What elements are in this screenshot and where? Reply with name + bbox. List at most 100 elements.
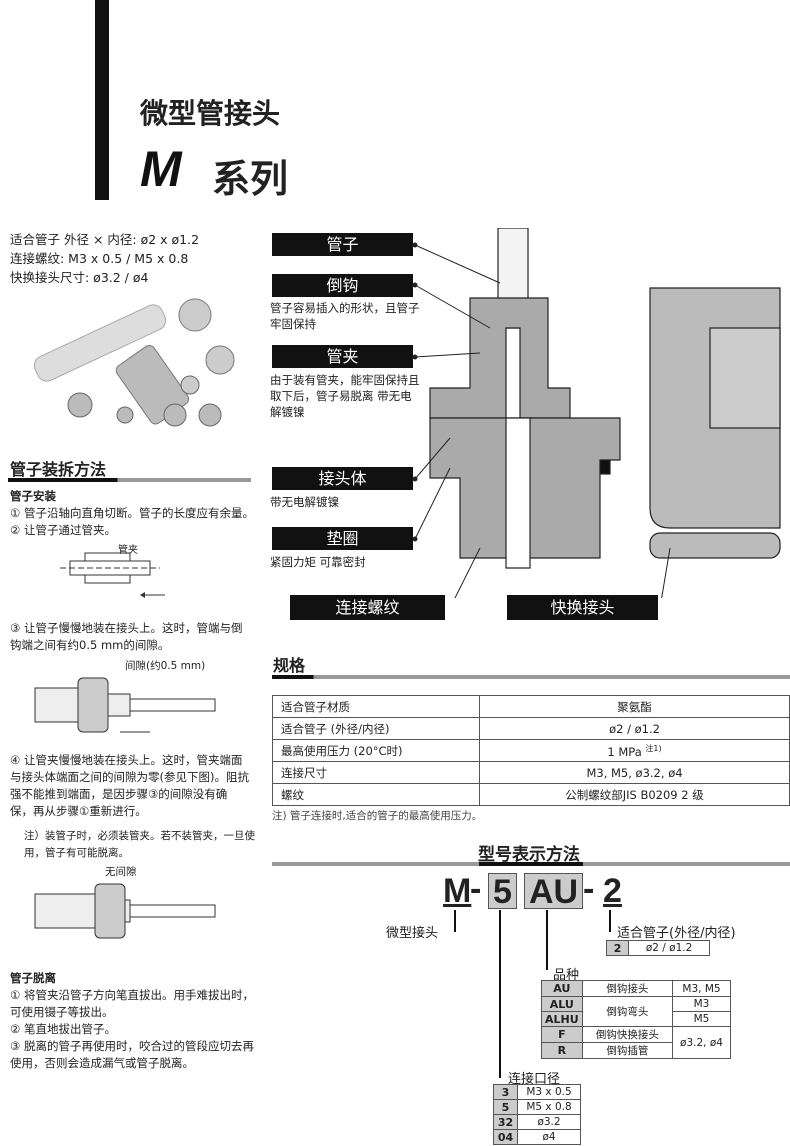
step: ③ 脱离的管子再使用时，咬合过的管段应切去再使用，否则会造成漏气或管子脱离。 xyxy=(10,1039,254,1070)
code-cell: 04 xyxy=(493,1129,518,1145)
code-series: M xyxy=(443,872,472,910)
code-cell: 2 xyxy=(605,940,630,956)
intro-line: 适合管子 外径 × 内径: ø2 x ø1.2 xyxy=(10,232,200,247)
step: ④ 让管夹慢慢地装在接头上。这时，管夹端面与接头体端面之间的间隙为零(参见下图)… xyxy=(10,753,249,818)
code-cell: F xyxy=(541,1026,583,1043)
step: ② 笔直地拔出管子。 xyxy=(10,1022,116,1036)
code-cell: 32 xyxy=(493,1114,518,1130)
label-quick: 快换接头 xyxy=(507,595,658,620)
connector xyxy=(454,910,456,932)
nogap-label: 无间隙 xyxy=(105,866,137,878)
spec-table: 适合管子材质聚氨酯 适合管子 (外径/内径)ø2 / ø1.2 最高使用压力 (… xyxy=(272,695,790,806)
clamp-desc: 由于装有管夹，能牢固保持且取下后，管子易脱离 带无电解镀镍 xyxy=(270,373,420,419)
code-port: 5 xyxy=(488,873,517,910)
value-cell: 倒钩快换接头 xyxy=(581,1026,674,1043)
code-dash: - xyxy=(583,870,595,908)
label-clamp: 管夹 xyxy=(272,345,413,368)
connector xyxy=(609,910,611,932)
tube-title: 适合管子(外径/内径) xyxy=(617,926,736,941)
code-cell: ALU xyxy=(541,996,583,1012)
value-cell: 倒钩弯头 xyxy=(581,996,674,1027)
label-tube: 管子 xyxy=(272,233,413,256)
cross-section-diagram xyxy=(412,228,781,598)
code-cell: AU xyxy=(541,980,583,997)
label-barb: 倒钩 xyxy=(272,274,413,297)
value-cell: M5 x 0.8 xyxy=(517,1099,581,1115)
install-subheading: 管子安装 xyxy=(10,489,56,503)
spec-key: 适合管子材质 xyxy=(272,695,480,718)
value-cell: M5 xyxy=(672,1011,731,1027)
label-gasket: 垫圈 xyxy=(272,527,413,550)
spec-value: 1 MPa 注1) xyxy=(479,739,790,762)
divider xyxy=(272,862,790,866)
value-cell: ø4 xyxy=(517,1129,581,1145)
spec-key: 螺纹 xyxy=(272,783,480,806)
step: ③ 让管子慢慢地装在接头上。这时，管端与倒钩端之间有约0.5 mm的间隙。 xyxy=(10,621,243,652)
table-row: 适合管子 (外径/内径)ø2 / ø1.2 xyxy=(272,717,790,740)
product-photo xyxy=(33,298,235,427)
step: ② 让管子通过管夹。 xyxy=(10,523,116,537)
install-heading: 管子装拆方法 xyxy=(10,460,107,479)
nogap-figure xyxy=(34,883,216,939)
value-cell: M3, M5 xyxy=(672,980,731,997)
value-cell: 倒钩插管 xyxy=(581,1042,674,1059)
spec-note: 注) 管子连接时,适合的管子的最高使用压力。 xyxy=(272,810,483,822)
install-note: 注）装管子时，必须装管夹。若不装管夹，一旦使用，管子有可能脱离。 xyxy=(24,830,255,859)
spec-key: 连接尺寸 xyxy=(272,761,480,784)
table-row: 最高使用压力 (20°C时)1 MPa 注1) xyxy=(272,739,790,762)
table-row: ALHU M5 xyxy=(541,1011,731,1027)
code-dash: - xyxy=(470,870,482,908)
value-cell: M3 xyxy=(672,996,731,1012)
spec-value: 聚氨酯 xyxy=(479,695,790,718)
gap-figure xyxy=(34,677,216,733)
code-cell: 5 xyxy=(493,1099,518,1115)
label-body: 接头体 xyxy=(272,467,413,490)
step: ① 管子沿轴向直角切断。管子的长度应有余量。 xyxy=(10,506,254,520)
kind-title: 品种 xyxy=(553,968,580,983)
micro-label: 微型接头 xyxy=(386,926,439,941)
spec-heading: 规格 xyxy=(273,656,306,675)
pressure-value: 1 MPa xyxy=(607,744,642,759)
title-bar xyxy=(95,0,109,200)
body-desc: 带无电解镀镍 xyxy=(270,495,339,509)
remove-heading: 管子脱离 xyxy=(10,971,56,985)
spec-key: 最高使用压力 (20°C时) xyxy=(272,739,480,762)
divider xyxy=(272,675,790,679)
spec-value: 公制螺纹部JIS B0209 2 级 xyxy=(479,783,790,806)
value-cell: ø2 / ø1.2 xyxy=(628,940,710,956)
model-heading: 型号表示方法 xyxy=(478,845,580,865)
code-kind: AU xyxy=(524,873,584,910)
barb-desc: 管子容易插入的形状，且管子牢固保持 xyxy=(270,301,420,331)
code-cell: ALHU xyxy=(541,1011,583,1027)
port-title: 连接口径 xyxy=(508,1072,561,1087)
gap-label: 间隙(约0.5 mm) xyxy=(125,660,206,672)
table-row: 适合管子材质聚氨酯 xyxy=(272,695,790,718)
spec-value: ø2 / ø1.2 xyxy=(479,717,790,740)
value-cell: ø3.2, ø4 xyxy=(672,1026,731,1059)
series-word: 系列 xyxy=(212,157,289,201)
code-cell: R xyxy=(541,1042,583,1059)
note-mark: 注1) xyxy=(645,743,662,753)
spec-key: 适合管子 (外径/内径) xyxy=(272,717,480,740)
clamp-figure xyxy=(60,552,165,598)
connector xyxy=(546,910,548,970)
label-thread: 连接螺纹 xyxy=(290,595,445,620)
step: ① 将管夹沿管子方向笔直拔出。用手难拔出时，可使用镊子等拔出。 xyxy=(10,988,254,1019)
table-row: 螺纹公制螺纹部JIS B0209 2 级 xyxy=(272,783,790,806)
page-title: 微型管接头 xyxy=(140,97,281,130)
connector xyxy=(499,910,501,1078)
value-cell: M3 x 0.5 xyxy=(517,1084,581,1100)
